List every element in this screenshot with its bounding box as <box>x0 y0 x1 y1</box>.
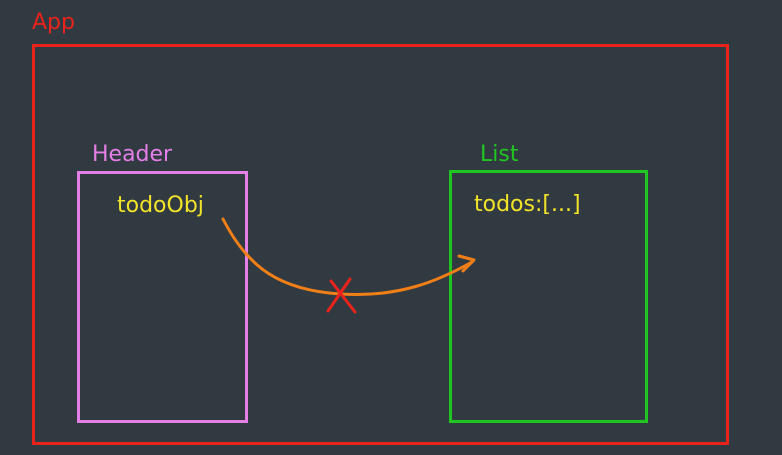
header-label: Header <box>92 142 173 167</box>
app-label: App <box>32 10 75 35</box>
list-data-text: todos:[...] <box>474 192 581 217</box>
header-data-text: todoObj <box>117 193 204 218</box>
list-component-box <box>449 170 648 423</box>
list-label: List <box>480 142 519 167</box>
app-component-box <box>32 44 729 445</box>
header-component-box <box>77 171 248 423</box>
